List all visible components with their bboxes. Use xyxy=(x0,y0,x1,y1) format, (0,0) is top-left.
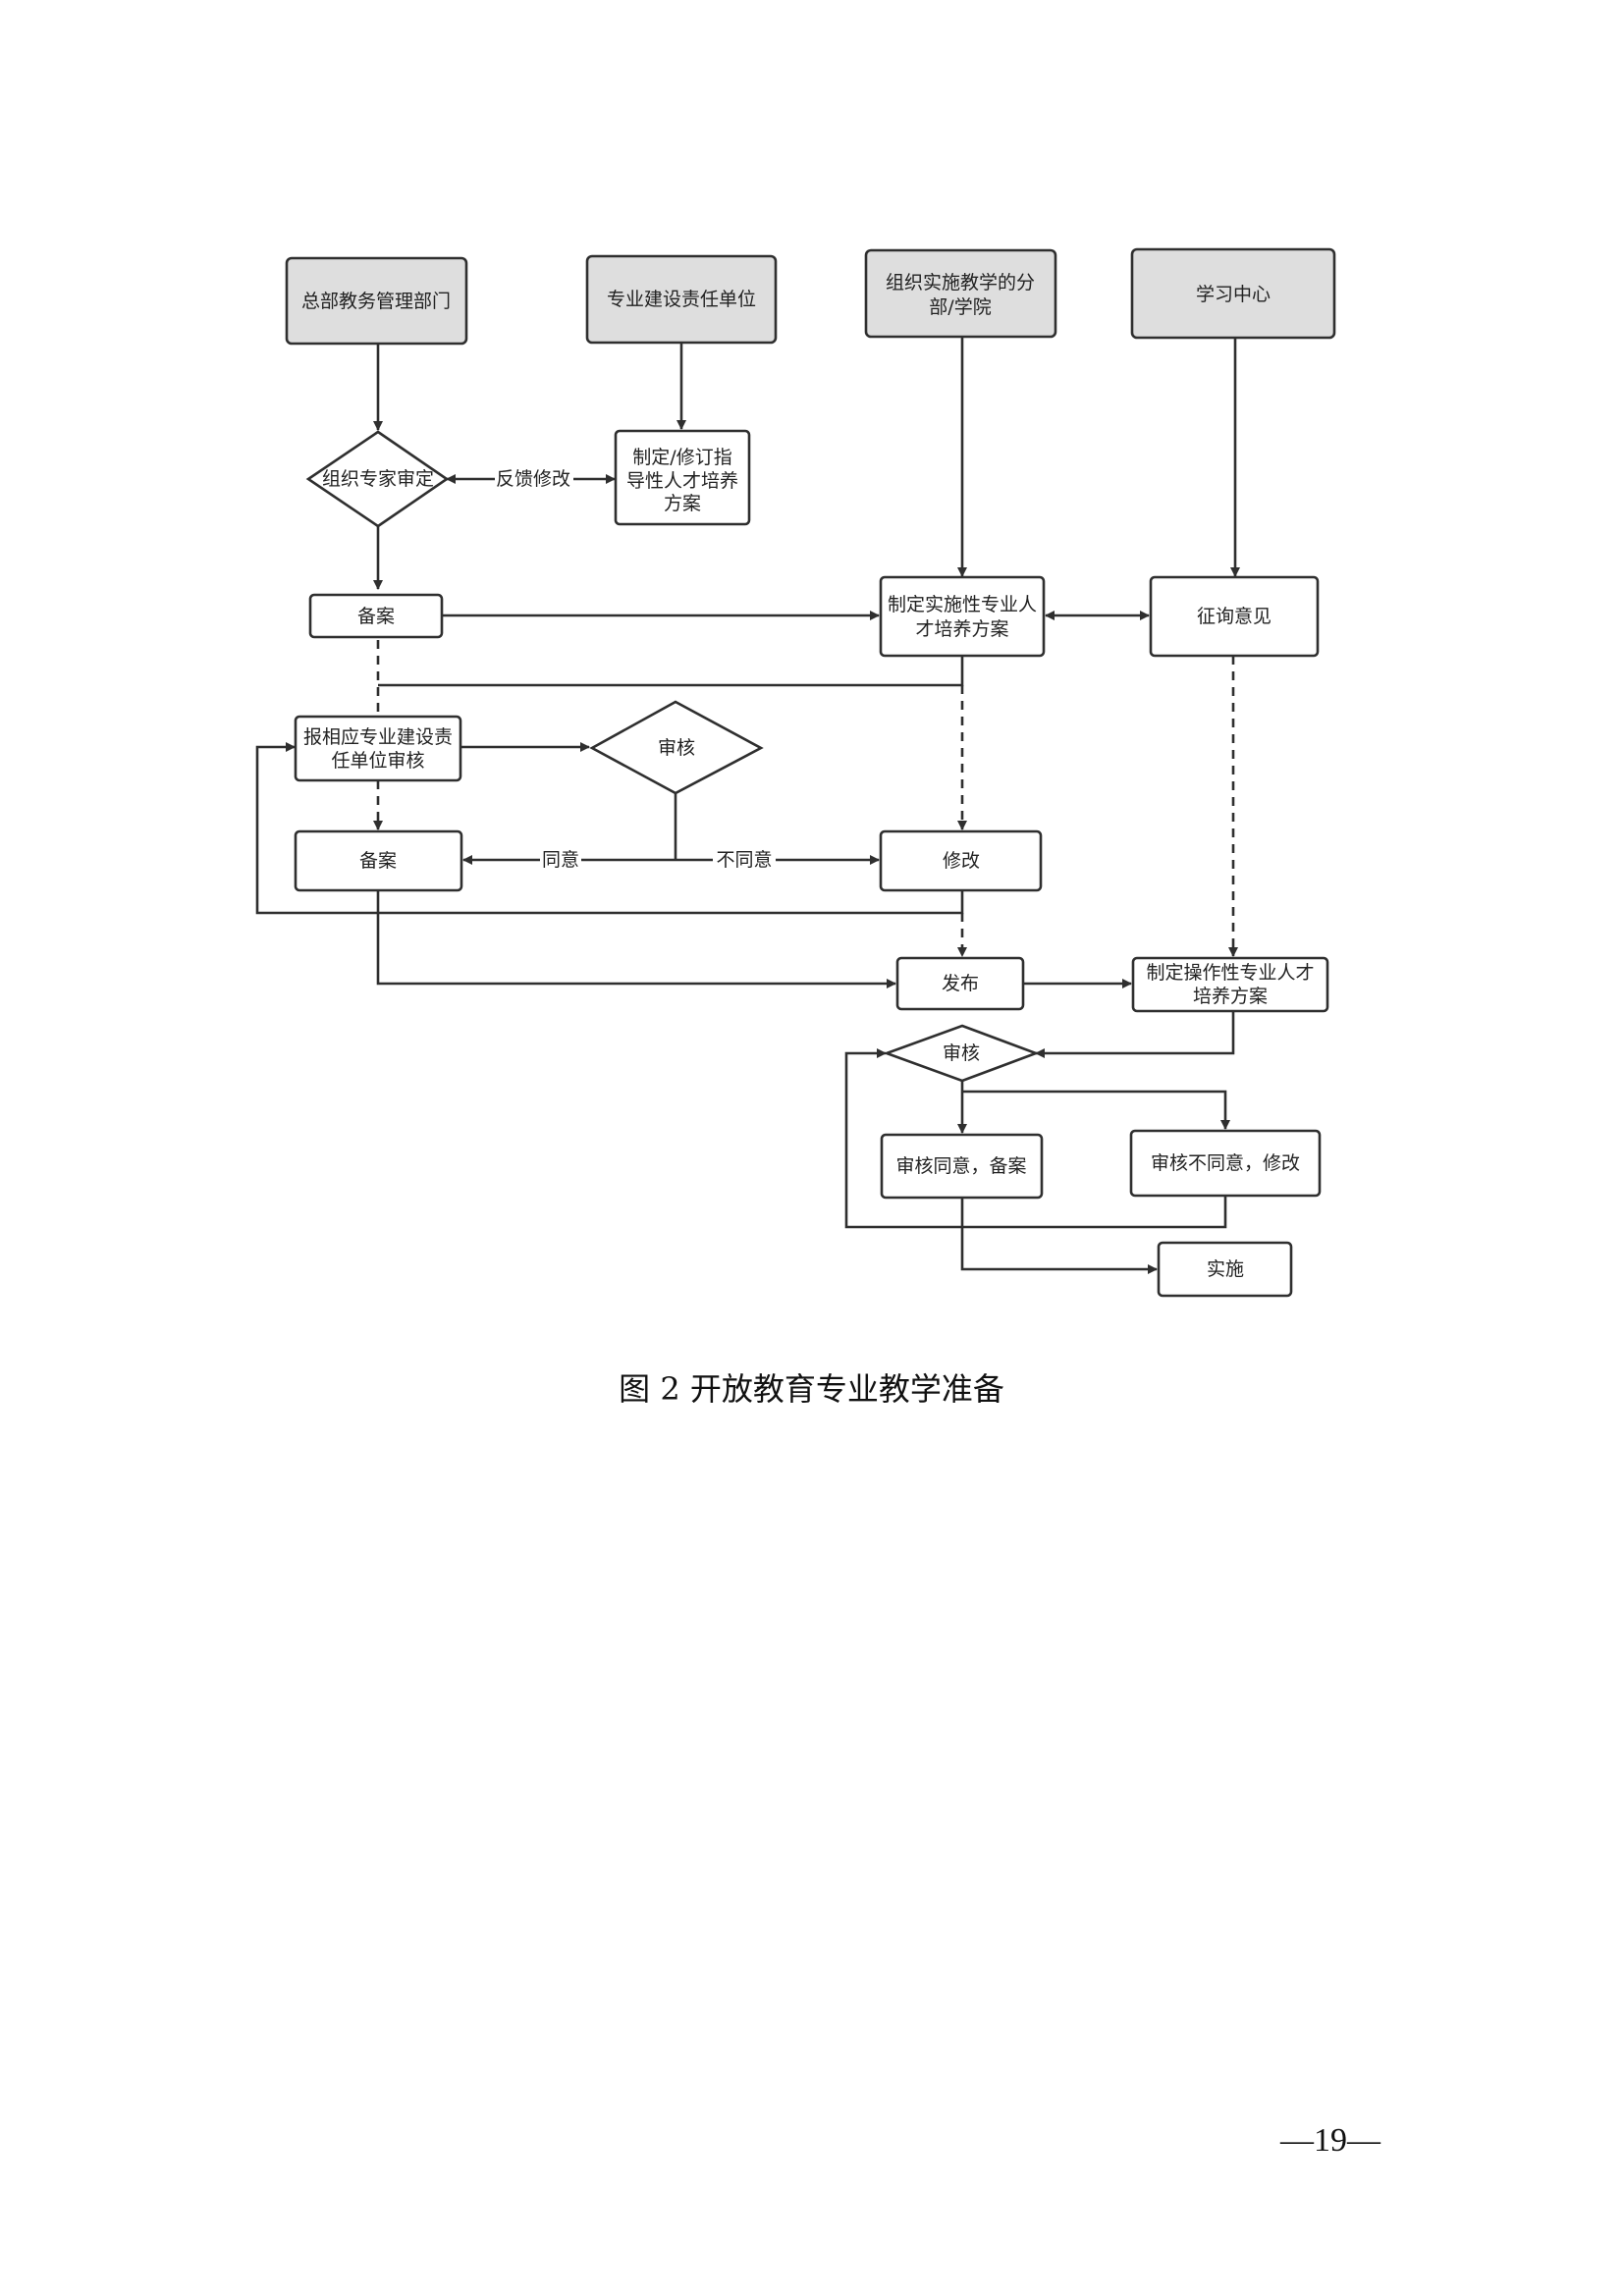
header-learning-center: 学习中心 xyxy=(1130,247,1336,340)
edge-review2-to-reject xyxy=(962,1090,1230,1130)
node-record-2-label: 备案 xyxy=(359,850,397,872)
node-record-1: 备案 xyxy=(308,593,444,639)
node-formulate-implementing-line2: 才培养方案 xyxy=(915,618,1008,640)
node-formulate-guiding: 制定/修订指 导性人才培养 方案 xyxy=(614,429,751,526)
node-review-1: 审核 xyxy=(589,700,764,795)
page-number: —19— xyxy=(1280,2122,1380,2159)
edge-label-disagree: 不同意 xyxy=(716,849,772,871)
node-formulate-guiding-line3: 方案 xyxy=(664,493,701,514)
node-formulate-operational-line2: 培养方案 xyxy=(1193,986,1268,1007)
header-major-unit-label: 专业建设责任单位 xyxy=(607,289,756,310)
edge-record2-to-publish xyxy=(376,890,896,988)
node-publish-label: 发布 xyxy=(942,973,979,994)
node-approve-record-label: 审核同意，备案 xyxy=(895,1155,1026,1177)
node-formulate-implementing-line1: 制定实施性专业人 xyxy=(888,594,1037,615)
figure-caption: 图 2 开放教育专业教学准备 xyxy=(619,1370,1004,1408)
edge-approve-to-implement xyxy=(960,1198,1158,1274)
node-revise-1: 修改 xyxy=(879,829,1043,892)
node-formulate-implementing: 制定实施性专业人 才培养方案 xyxy=(879,575,1046,658)
header-branch-label-line1: 组织实施教学的分 xyxy=(886,272,1035,294)
node-expert-review: 组织专家审定 xyxy=(305,430,450,528)
edge-label-feedback: 反馈修改 xyxy=(496,468,570,490)
node-review-1-label: 审核 xyxy=(658,737,695,759)
node-record-2: 备案 xyxy=(294,829,463,892)
node-revise-1-label: 修改 xyxy=(943,850,980,872)
node-expert-review-label: 组织专家审定 xyxy=(322,468,434,490)
node-implement-label: 实施 xyxy=(1207,1258,1244,1280)
node-report-review: 报相应专业建设责 任单位审核 xyxy=(294,715,462,782)
node-reject-revise: 审核不同意，修改 xyxy=(1129,1129,1322,1198)
node-review-2: 审核 xyxy=(883,1024,1040,1083)
node-solicit: 征询意见 xyxy=(1149,575,1320,658)
node-approve-record: 审核同意，备案 xyxy=(880,1133,1044,1200)
header-learning-center-label: 学习中心 xyxy=(1196,284,1271,305)
node-publish: 发布 xyxy=(895,956,1025,1011)
header-major-unit: 专业建设责任单位 xyxy=(585,254,778,345)
node-formulate-operational: 制定操作性专业人才 培养方案 xyxy=(1131,956,1329,1013)
node-record-1-label: 备案 xyxy=(357,606,395,627)
edge-operational-to-review2 xyxy=(1035,1011,1235,1058)
node-report-review-line2: 任单位审核 xyxy=(331,750,424,772)
header-hq-academic-label: 总部教务管理部门 xyxy=(301,291,451,312)
node-formulate-guiding-line2: 导性人才培养 xyxy=(626,470,738,492)
node-report-review-line1: 报相应专业建设责 xyxy=(303,726,453,748)
edge-reject-loop xyxy=(844,1048,1227,1229)
node-formulate-operational-line1: 制定操作性专业人才 xyxy=(1146,962,1314,984)
edge-revise-loop xyxy=(255,742,964,915)
edge-implementing-to-report-line xyxy=(378,656,964,687)
node-reject-revise-label: 审核不同意，修改 xyxy=(1151,1152,1300,1174)
flowchart: 总部教务管理部门 专业建设责任单位 组织实施教学的分 部/学院 学习中心 组织专… xyxy=(255,247,1336,1298)
node-formulate-guiding-line1: 制定/修订指 xyxy=(632,447,731,468)
node-review-2-label: 审核 xyxy=(943,1042,980,1064)
node-solicit-label: 征询意见 xyxy=(1197,606,1271,627)
edge-label-agree: 同意 xyxy=(542,849,579,871)
connectors xyxy=(255,338,1240,1274)
header-branch: 组织实施教学的分 部/学院 xyxy=(864,248,1057,339)
header-branch-label-line2: 部/学院 xyxy=(929,296,991,318)
node-implement: 实施 xyxy=(1157,1241,1293,1298)
header-hq-academic: 总部教务管理部门 xyxy=(285,256,468,346)
